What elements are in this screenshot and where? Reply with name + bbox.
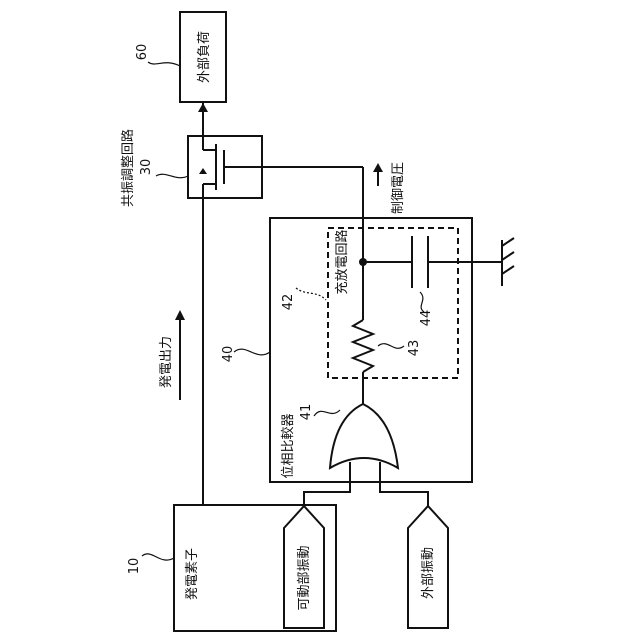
- gate-leader: [314, 410, 340, 416]
- gate-icon: [330, 404, 398, 468]
- generator-leader: [142, 554, 174, 560]
- charge-circuit-ref: 42: [281, 294, 296, 311]
- control-voltage-label: 制御電圧: [391, 162, 406, 214]
- resonance-leader: [156, 174, 188, 177]
- external-vibration-label: 外部振動: [421, 547, 436, 599]
- comparator-ref: 40: [221, 346, 236, 363]
- capacitor-leader: [420, 292, 424, 312]
- charge-circuit-label: 充放電回路: [334, 229, 350, 294]
- gate-input-right: [380, 462, 428, 506]
- resonance-circuit-label: 共振調整回路: [120, 129, 136, 207]
- gate-input-left: [304, 462, 350, 506]
- resistor-leader: [378, 344, 404, 349]
- ground-icon: [502, 238, 514, 286]
- gate-ref: 41: [299, 404, 314, 421]
- load-arrow: [198, 103, 208, 112]
- charge-leader: [296, 288, 326, 300]
- comparator-leader: [234, 349, 270, 355]
- control-voltage-arrowhead: [373, 163, 383, 172]
- comparator-label: 位相比較器: [281, 413, 296, 478]
- capacitor-ref: 44: [419, 310, 434, 327]
- generator-label: 発電素子: [185, 548, 200, 600]
- external-load-leader: [148, 62, 180, 66]
- resonance-circuit-ref: 30: [139, 159, 154, 176]
- resistor-icon: [353, 320, 373, 372]
- movable-vibration-label: 可動部振動: [297, 545, 312, 610]
- power-output-arrowhead: [175, 310, 185, 320]
- power-output-label: 発電出力: [159, 336, 174, 388]
- resistor-ref: 43: [407, 340, 422, 357]
- generator-ref: 10: [127, 558, 142, 575]
- capacitor-icon: [412, 236, 428, 288]
- external-load-label: 外部負荷: [197, 31, 212, 83]
- external-load-ref: 60: [135, 44, 150, 61]
